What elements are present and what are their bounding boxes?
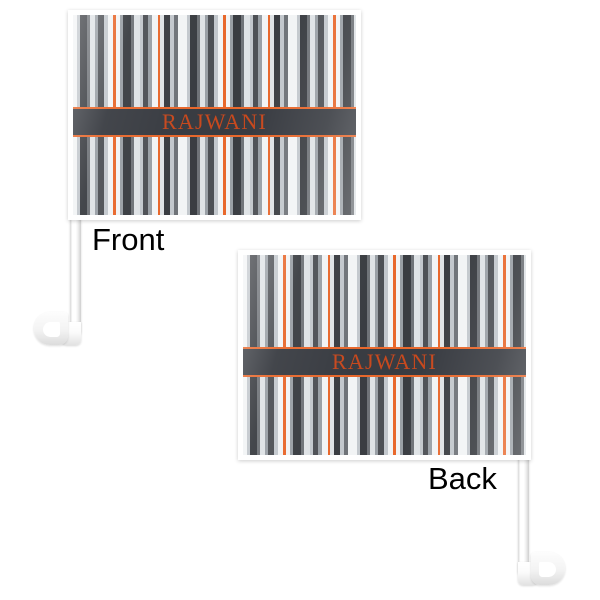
name-band-rule-top (73, 107, 356, 109)
pole-hook-opening (539, 562, 556, 577)
name-band-rule-top (243, 347, 526, 349)
pole-shaft (518, 445, 529, 575)
name-band-background (243, 347, 526, 377)
pole-shaft (70, 205, 81, 335)
pole-hook-opening (43, 322, 60, 337)
back-flag-face: RAJWANI (243, 255, 526, 455)
front-view-caption: Front (92, 222, 165, 257)
back-flag: RAJWANI (238, 250, 531, 460)
back-name-band: RAJWANI (243, 347, 526, 377)
front-flag-face: RAJWANI (73, 15, 356, 215)
front-flag: RAJWANI (68, 10, 361, 220)
back-view-caption: Back (428, 461, 497, 496)
name-band-rule-bottom (243, 375, 526, 377)
name-band-background (73, 107, 356, 137)
back-monogram-text: RAJWANI (331, 349, 438, 374)
front-name-band: RAJWANI (73, 107, 356, 137)
front-monogram-text: RAJWANI (161, 109, 268, 134)
name-band-rule-bottom (73, 135, 356, 137)
